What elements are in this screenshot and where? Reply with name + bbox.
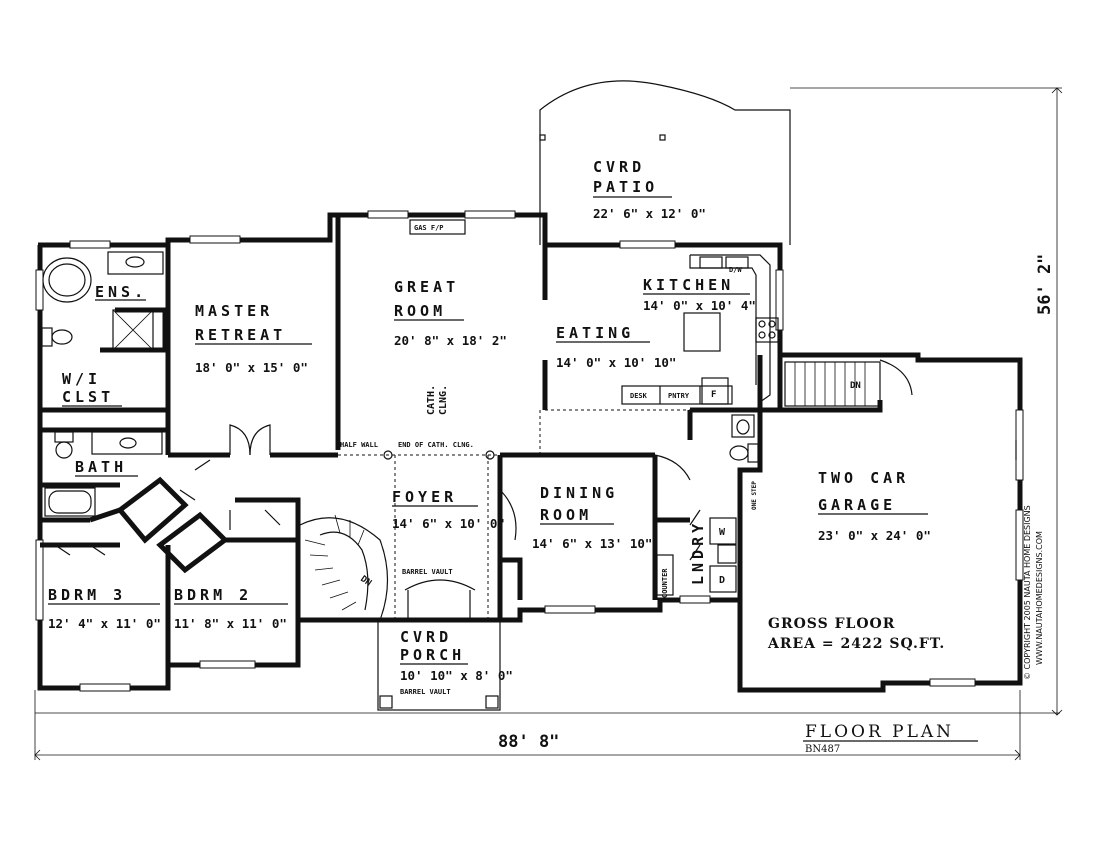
patio-label-1: CVRD xyxy=(593,158,645,176)
cath-clng-note-2: CLNG. xyxy=(438,385,449,415)
master-dims: 18' 0" x 15' 0" xyxy=(195,360,308,375)
overall-width-dimension xyxy=(34,690,1060,761)
hall-angled-walls xyxy=(40,476,301,574)
overall-depth-dimension xyxy=(790,87,1063,716)
doors xyxy=(54,359,913,620)
garage-label-1: TWO CAR xyxy=(818,469,909,487)
ensuite-fixtures xyxy=(41,251,164,351)
porch-label-2: PORCH xyxy=(400,646,465,664)
stair-down-note: DN xyxy=(358,574,373,588)
end-cath-note: END OF CATH. CLNG. xyxy=(398,441,474,449)
counter-note: COUNTER xyxy=(661,568,669,598)
patio-dims: 22' 6" x 12' 0" xyxy=(593,206,706,221)
dining-label-1: DINING xyxy=(540,484,618,502)
garage-dims: 23' 0" x 24' 0" xyxy=(818,528,931,543)
wi-closet-label-1: W/I xyxy=(62,370,101,388)
dining-label-2: ROOM xyxy=(540,506,592,524)
wi-closet-label-2: CLST xyxy=(62,388,114,406)
barrel-vault-top-note: BARREL VAULT xyxy=(402,568,453,576)
great-room-label-2: ROOM xyxy=(394,302,446,320)
porch-dims: 10' 10" x 8' 0" xyxy=(400,668,513,683)
barrel-vault-bottom-note: BARREL VAULT xyxy=(400,688,451,696)
curved-stair xyxy=(299,514,389,621)
bdrm3-label: BDRM 3 xyxy=(48,586,126,604)
foyer-dims: 14' 6" x 10' 0" xyxy=(392,516,505,531)
gas-fireplace xyxy=(409,219,466,235)
porch-label-1: CVRD xyxy=(400,628,452,646)
ensuite-label: ENS. xyxy=(95,283,147,301)
kitchen-fixtures xyxy=(621,254,779,405)
bdrm2-dims: 11' 8" x 11' 0" xyxy=(174,616,287,631)
covered-patio xyxy=(539,80,791,245)
gross-floor-label: GROSS FLOOR xyxy=(768,616,895,632)
room-labels: CVRD PATIO 22' 6" x 12' 0" GREAT ROOM 20… xyxy=(48,158,931,683)
bath-label: BATH xyxy=(75,458,127,476)
plan-summary: GROSS FLOOR AREA = 2422 SQ.FT. © COPYRIG… xyxy=(498,254,1055,755)
covered-porch xyxy=(377,579,501,711)
bdrm3-dims: 12' 4" x 11' 0" xyxy=(48,616,161,631)
gross-area-value: AREA = 2422 SQ.FT. xyxy=(767,636,945,652)
master-label-1: MASTER xyxy=(195,302,273,320)
width-dimension-label: 88' 8" xyxy=(498,732,559,752)
great-room-label-1: GREAT xyxy=(394,278,459,296)
cath-clng-note-1: CATH. xyxy=(426,385,437,415)
kitchen-dims: 14' 0" x 10' 4" xyxy=(643,298,756,313)
interior-walls xyxy=(37,215,883,665)
laundry-fixtures xyxy=(656,517,737,596)
plan-code: BN487 xyxy=(805,744,840,755)
copyright-text: © COPYRIGHT 2005 NAUTA HOME DESIGNS xyxy=(1023,505,1032,680)
patio-label-2: PATIO xyxy=(593,178,658,196)
half-wall-note: HALF WALL xyxy=(340,441,378,449)
master-label-2: RETREAT xyxy=(195,326,286,344)
kitchen-label: KITCHEN xyxy=(643,276,734,294)
laundry-label: LNDRY xyxy=(689,520,707,585)
dashed-ceiling-lines xyxy=(338,409,690,620)
fridge-note: F xyxy=(711,390,716,400)
great-room-dims: 20' 8" x 18' 2" xyxy=(394,333,507,348)
garage-stair xyxy=(784,361,881,407)
eating-label: EATING xyxy=(556,324,634,342)
eating-dims: 14' 0" x 10' 10" xyxy=(556,355,676,370)
foyer-label: FOYER xyxy=(392,488,457,506)
one-step-note: ONE STEP xyxy=(751,481,758,510)
pantry-note: PNTRY xyxy=(668,392,690,400)
gas-fp-note: GAS F/P xyxy=(414,224,444,232)
dryer-note: D xyxy=(719,575,725,586)
bath-fixtures xyxy=(44,431,163,517)
depth-dimension-label: 56' 2" xyxy=(1035,254,1055,315)
bdrm2-label: BDRM 2 xyxy=(174,586,252,604)
dishwasher-note: D/W xyxy=(729,266,742,274)
powder-room-fixtures xyxy=(729,414,759,463)
garage-label-2: GARAGE xyxy=(818,496,896,514)
desk-note: DESK xyxy=(630,392,648,400)
plan-title: FLOOR PLAN xyxy=(805,722,954,742)
dining-dims: 14' 6" x 13' 10" xyxy=(532,536,652,551)
annotations: GAS F/P CATH. CLNG. HALF WALL END OF CAT… xyxy=(340,224,861,696)
washer-note: W xyxy=(719,527,726,538)
website-text: WWW.NAUTAHOMEDESIGNS.COM xyxy=(1035,531,1044,665)
garage-stair-note: DN xyxy=(850,381,861,391)
